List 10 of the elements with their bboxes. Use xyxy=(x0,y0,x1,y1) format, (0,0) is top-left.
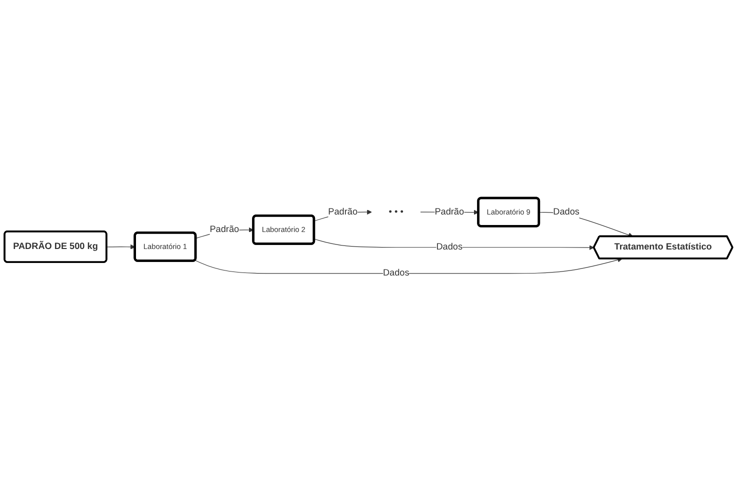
edge-label: Dados xyxy=(382,268,410,278)
arrow xyxy=(194,257,622,274)
edge-label: Padrão xyxy=(210,224,240,234)
node-text: • • • xyxy=(388,206,404,217)
edge-label: Dados xyxy=(436,242,463,252)
edge-label: Dados xyxy=(553,206,580,217)
arrow xyxy=(314,238,594,250)
edge-label: Padrão xyxy=(328,206,358,217)
arrow xyxy=(106,244,136,250)
edge-label: Padrão xyxy=(434,206,464,217)
